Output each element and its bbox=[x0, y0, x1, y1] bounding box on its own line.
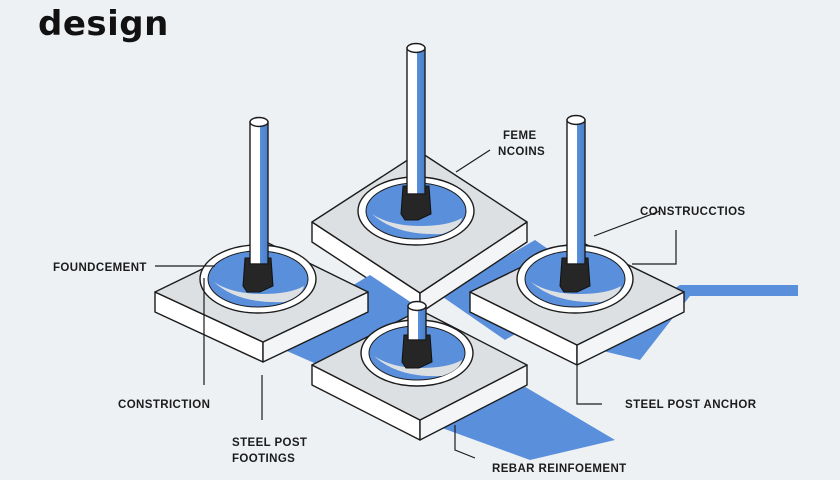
post-cap bbox=[407, 300, 427, 312]
label-constructcios: CONSTRUCCTIOS bbox=[640, 206, 746, 218]
label-foundcement: FOUNDCEMENT bbox=[53, 262, 147, 274]
base-nut bbox=[401, 334, 433, 369]
leader-steel-post-anchor bbox=[576, 365, 602, 405]
label-footings: FOOTINGS bbox=[232, 453, 295, 465]
leader-constructcios-2 bbox=[632, 230, 677, 265]
steel-post bbox=[406, 47, 426, 195]
ring-highlight bbox=[372, 214, 462, 235]
base-nut bbox=[559, 257, 591, 293]
leader-rebar bbox=[454, 425, 476, 459]
post-cap bbox=[406, 42, 426, 54]
footing-front bbox=[311, 300, 615, 460]
ring-highlight bbox=[374, 356, 462, 377]
footing-left bbox=[154, 116, 430, 370]
steel-post bbox=[566, 119, 586, 265]
ring-highlight bbox=[214, 282, 304, 303]
callout-labels: FEME NCOINS FOUNDCEMENT CONSTRUCCTIOS CO… bbox=[53, 130, 757, 475]
ring-highlight bbox=[531, 282, 621, 303]
base-nut bbox=[242, 257, 274, 293]
page-title: design bbox=[38, 4, 169, 44]
post-cap bbox=[249, 116, 269, 128]
footing-back bbox=[311, 42, 600, 340]
leader-lines bbox=[155, 149, 677, 459]
label-constriction: CONSTRICTION bbox=[118, 399, 210, 411]
ground-shadow bbox=[578, 285, 798, 360]
leader-feme bbox=[455, 149, 491, 173]
label-steel-post-anchor: STEEL POST ANCHOR bbox=[625, 399, 757, 411]
footing-right bbox=[469, 114, 798, 366]
leader-constructcios bbox=[593, 210, 661, 237]
label-rebar: REBAR REINFOEMENT bbox=[492, 463, 627, 475]
label-feme: FEME bbox=[503, 130, 537, 142]
post-cap bbox=[566, 114, 586, 126]
label-ncoins: NCOINS bbox=[498, 146, 545, 158]
steel-post bbox=[249, 121, 269, 265]
label-steel-post: STEEL POST bbox=[232, 437, 307, 449]
